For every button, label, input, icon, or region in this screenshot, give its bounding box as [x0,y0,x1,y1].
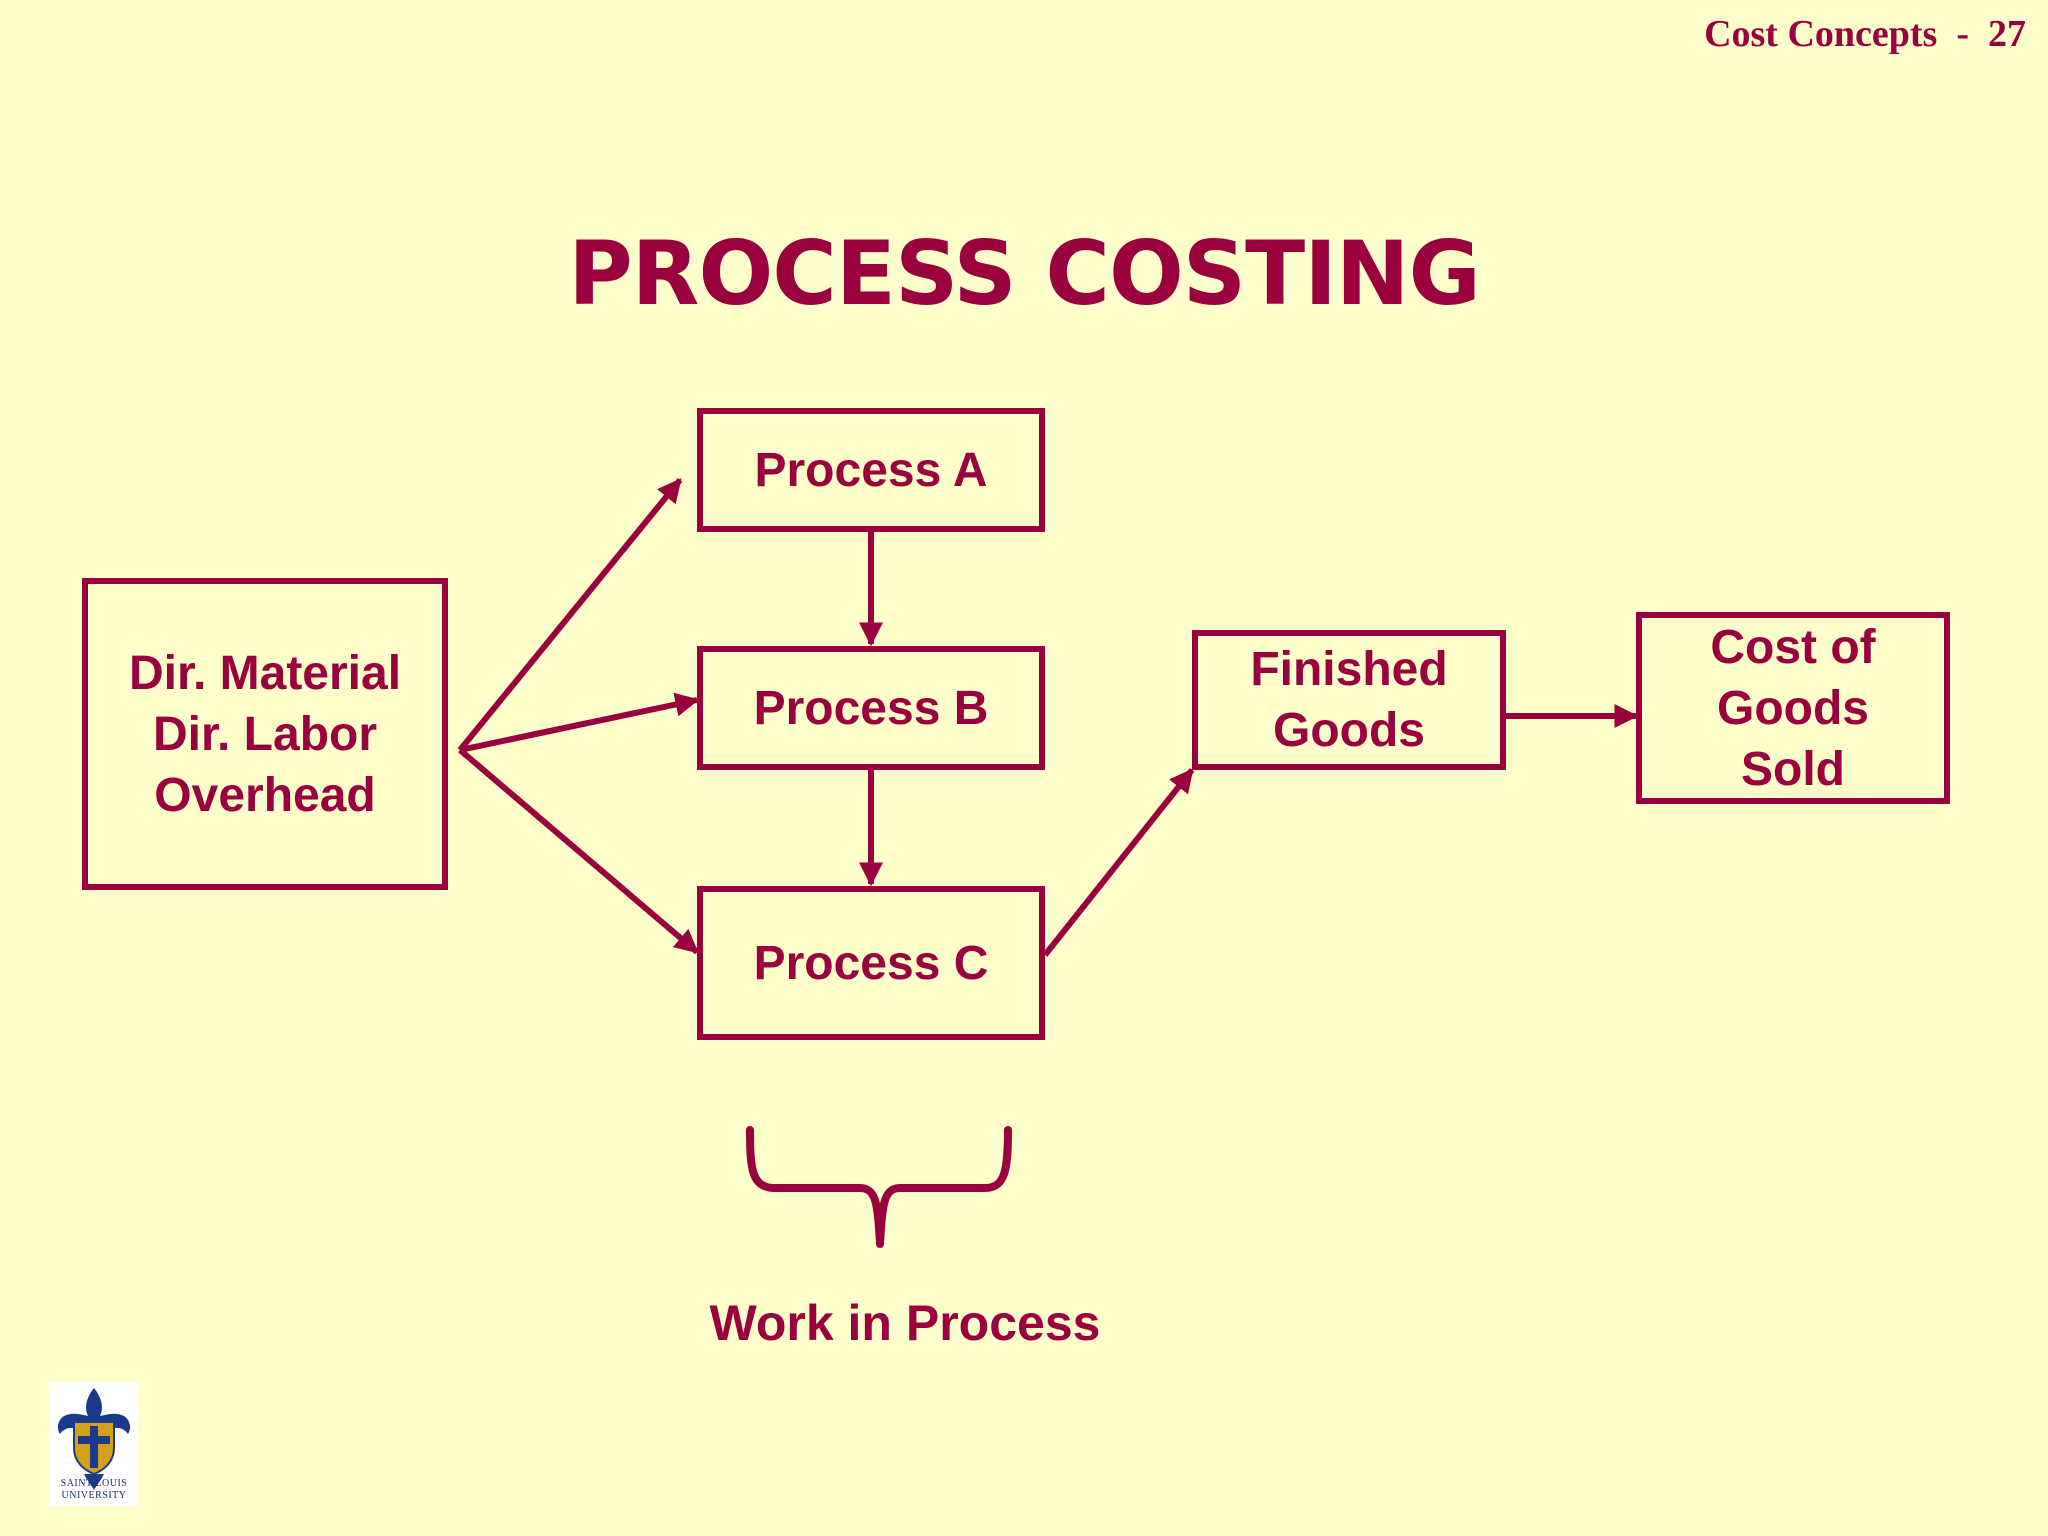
header-separator: - [1956,13,1969,55]
cogs-line1: Cost of [1710,620,1876,674]
process-b-box: Process B [697,646,1045,770]
input-overhead: Overhead [154,768,376,822]
logo-text-line2: UNIVERSITY [61,1490,127,1501]
process-c-label: Process C [753,936,989,990]
process-c-box: Process C [697,886,1045,1040]
header-page-number: 27 [1988,13,2026,55]
slide-header: Cost Concepts - 27 [1704,12,2026,56]
input-direct-material: Dir. Material [128,646,402,700]
university-logo-icon [50,1382,138,1506]
wip-brace [746,1126,1012,1248]
cogs-line3: Sold [1741,742,1845,796]
process-b-label: Process B [753,681,989,735]
finished-goods-line2: Goods [1273,704,1425,757]
logo-text-line1: SAINT LOUIS [60,1478,128,1489]
finished-goods-line1: Finished [1250,643,1448,696]
cogs-line2: Goods [1717,681,1869,735]
university-logo-text: SAINT LOUIS UNIVERSITY [40,1478,148,1502]
process-a-label: Process A [754,443,988,497]
work-in-process-label: Work in Process [709,1295,1101,1351]
process-a-box: Process A [697,408,1045,532]
input-direct-labor: Dir. Labor [152,707,378,761]
header-section: Cost Concepts [1704,13,1938,55]
cost-inputs-box: Dir. Material Dir. Labor Overhead [82,578,448,890]
arrow-inputs-to-process-c [458,747,699,955]
arrow-inputs-to-process-a [457,478,683,752]
arrow-process-c-to-finished-goods [1042,768,1195,957]
cost-of-goods-sold-box: Cost of Goods Sold [1636,612,1950,804]
arrow-inputs-to-process-b [459,692,700,753]
slide-title: PROCESS COSTING [568,222,1481,325]
finished-goods-box: Finished Goods [1192,630,1506,770]
